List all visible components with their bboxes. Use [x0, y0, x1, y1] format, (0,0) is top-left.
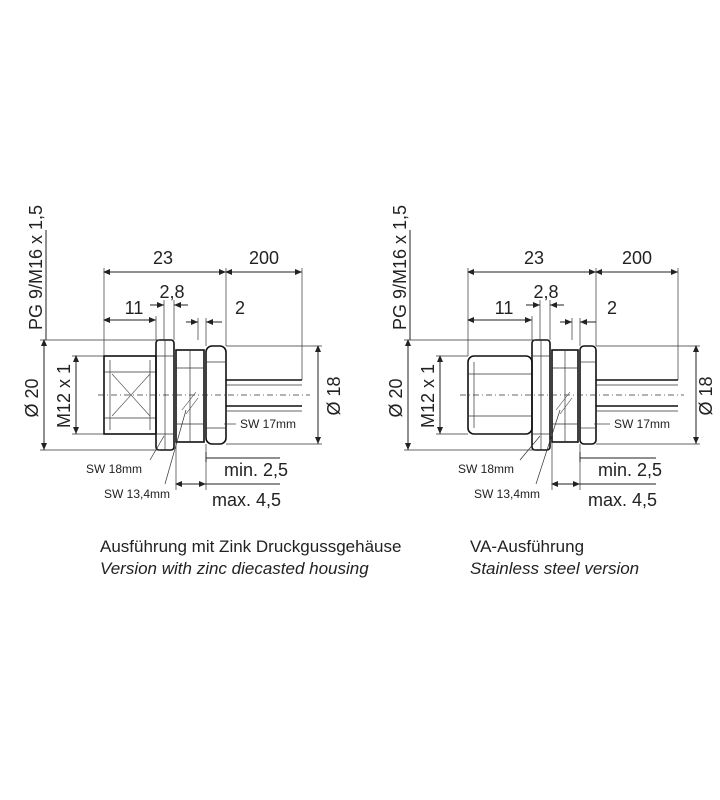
- label-sw18: SW 18mm: [86, 462, 142, 476]
- label-sw18: SW 18mm: [458, 462, 514, 476]
- label-sw17: SW 17mm: [240, 417, 296, 431]
- dim-gap-2: 2: [235, 298, 245, 318]
- dim-pg-thread: PG 9/M16 x 1,5: [26, 205, 46, 330]
- dim-flange: 2,8: [533, 282, 558, 302]
- caption-stainless-en: Stainless steel version: [470, 559, 640, 578]
- label-sw17: SW 17mm: [614, 417, 670, 431]
- dim-cable-length: 200: [622, 248, 652, 268]
- dim-length-total: 23: [524, 248, 544, 268]
- view-stainless: PG 9/M16 x 1,5 23 200 11 2,8 2 Ø 20 M12 …: [386, 205, 716, 510]
- caption-zinc-de: Ausführung mit Zink Druckgussgehäuse: [100, 537, 402, 556]
- dim-max: max. 4,5: [588, 490, 657, 510]
- dim-dia-20: Ø 20: [386, 378, 406, 417]
- dim-length-11: 11: [125, 298, 144, 318]
- dim-gap-2: 2: [607, 298, 617, 318]
- caption-stainless: VA-Ausführung Stainless steel version: [470, 536, 639, 580]
- view-zinc: PG 9/M16 x 1,5 23 200 11 2,8 2 Ø 20 M12 …: [22, 205, 344, 510]
- dim-dia-20: Ø 20: [22, 378, 42, 417]
- dim-length-total: 23: [153, 248, 173, 268]
- connector-body-stainless: [460, 339, 684, 451]
- dim-min: min. 2,5: [598, 460, 662, 480]
- caption-zinc: Ausführung mit Zink Druckgussgehäuse Ver…: [100, 536, 401, 580]
- dimension-lines-stainless: [405, 230, 699, 487]
- dim-thread-m12: M12 x 1: [54, 364, 74, 428]
- dim-max: max. 4,5: [212, 490, 281, 510]
- dimension-labels-stainless: PG 9/M16 x 1,5 23 200 11 2,8 2 Ø 20 M12 …: [386, 205, 716, 510]
- dim-min: min. 2,5: [224, 460, 288, 480]
- dim-thread-m12: M12 x 1: [418, 364, 438, 428]
- dim-dia-18: Ø 18: [696, 376, 716, 415]
- dim-cable-length: 200: [249, 248, 279, 268]
- label-sw134: SW 13,4mm: [104, 487, 170, 501]
- caption-stainless-de: VA-Ausführung: [470, 537, 585, 556]
- dim-flange: 2,8: [159, 282, 184, 302]
- dim-dia-18: Ø 18: [324, 376, 344, 415]
- dimension-lines-zinc: [41, 230, 321, 487]
- caption-zinc-en: Version with zinc diecasted housing: [100, 559, 369, 578]
- dimension-labels-zinc: PG 9/M16 x 1,5 23 200 11 2,8 2 Ø 20 M12 …: [22, 205, 344, 510]
- label-sw134: SW 13,4mm: [474, 487, 540, 501]
- dim-pg-thread: PG 9/M16 x 1,5: [390, 205, 410, 330]
- extension-lines-stainless: [404, 268, 700, 490]
- connector-body-zinc: [98, 339, 310, 451]
- dim-length-11: 11: [495, 298, 514, 318]
